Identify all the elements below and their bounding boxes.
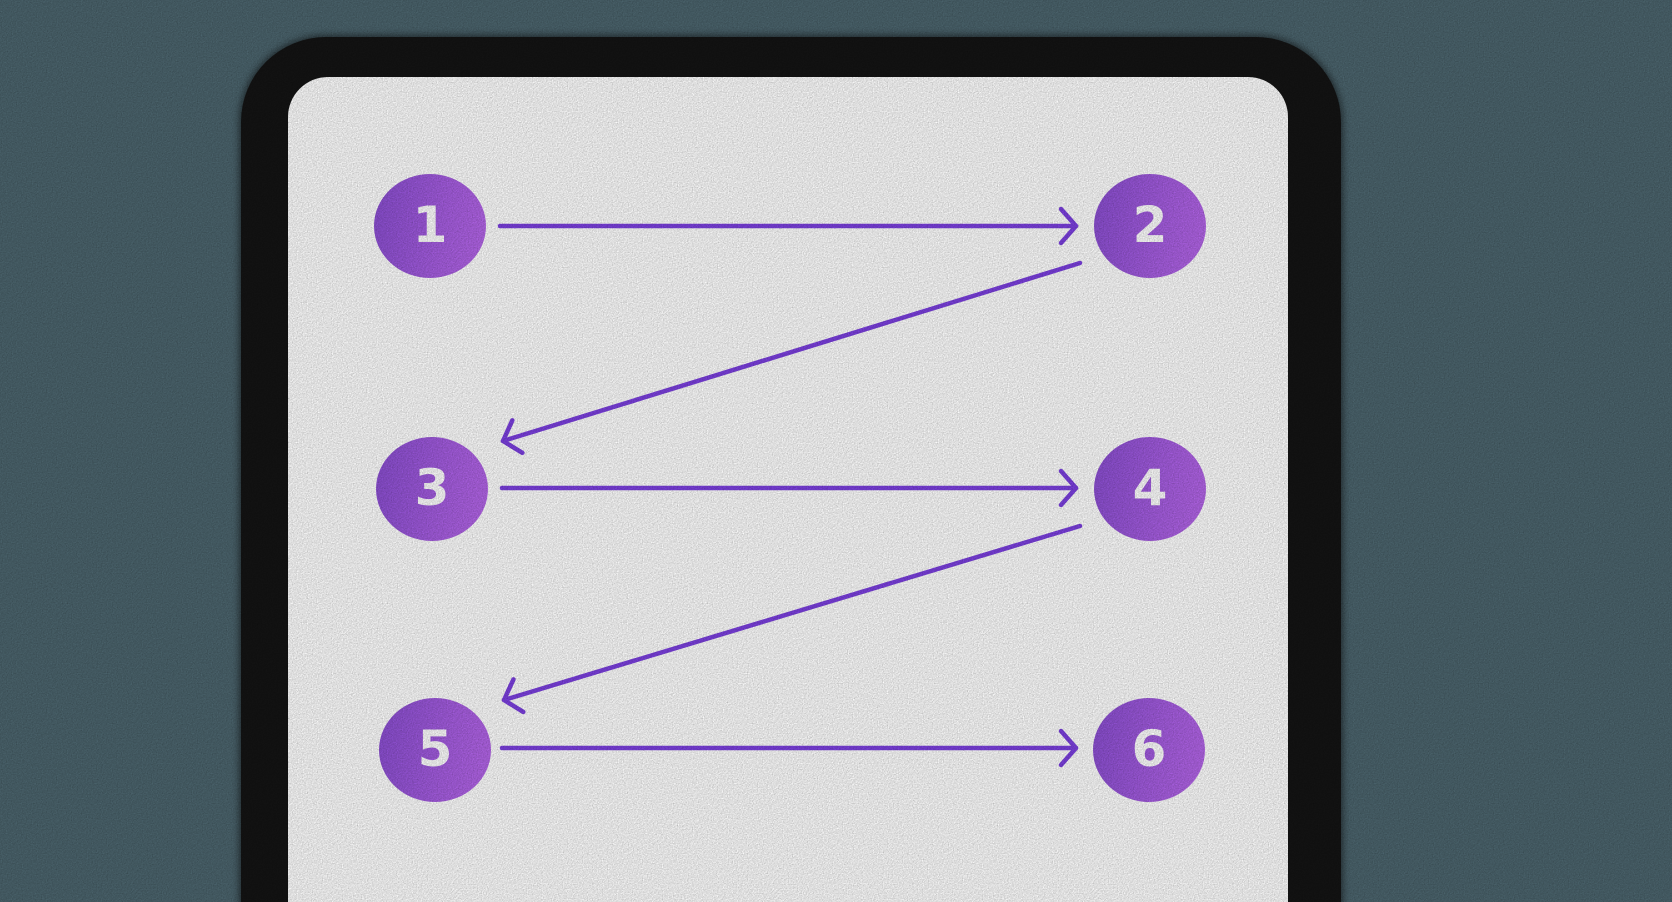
white-card (288, 77, 1288, 902)
